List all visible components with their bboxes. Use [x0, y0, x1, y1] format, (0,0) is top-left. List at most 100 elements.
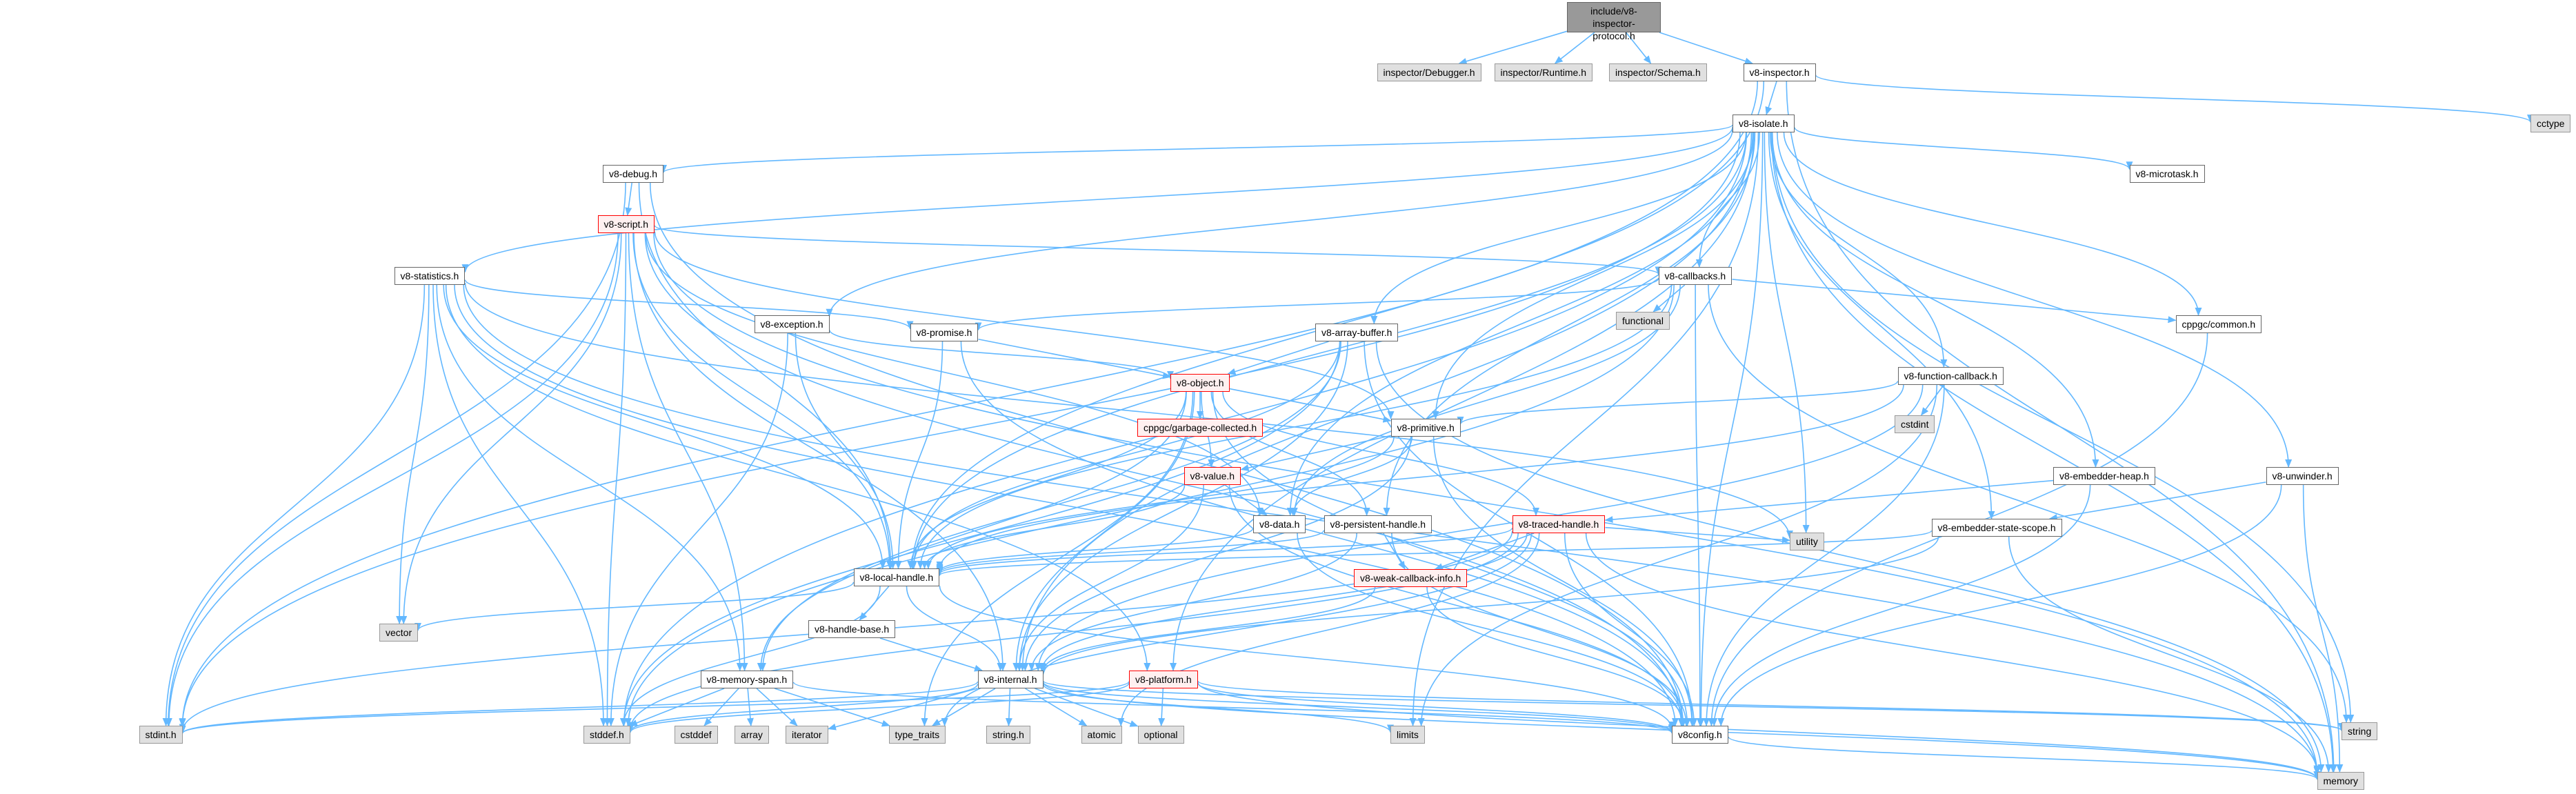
edge-memspan-to-cstddef: [703, 688, 739, 726]
edge-isolate-to-embstate: [1768, 132, 1995, 519]
node-functional[interactable]: functional: [1616, 312, 1670, 330]
node-stdint[interactable]: stdint.h: [139, 726, 183, 744]
node-root[interactable]: include/v8-inspector-protocol.h: [1567, 2, 1661, 41]
edge-memspan-to-typetraits: [774, 688, 890, 727]
node-embedder-state-scope[interactable]: v8-embedder-state-scope.h: [1931, 519, 2062, 537]
node-internal[interactable]: v8-internal.h: [977, 671, 1044, 688]
node-persistent-handle[interactable]: v8-persistent-handle.h: [1324, 515, 1432, 533]
node-debug[interactable]: v8-debug.h: [603, 165, 664, 183]
edge-statistics-to-localhandle: [443, 284, 886, 569]
edge-unwinder-to-embstate: [2048, 482, 2266, 522]
edge-isolate-to-embheap: [1771, 132, 2099, 468]
node-exception[interactable]: v8-exception.h: [754, 315, 830, 333]
node-debugger[interactable]: inspector/Debugger.h: [1377, 63, 1481, 81]
edge-isolate-to-data: [1286, 132, 1754, 516]
edge-platform-to-string: [1197, 680, 2345, 731]
edge-callbacks-to-string: [1708, 284, 2350, 723]
edge-data-to-localhandle: [936, 527, 1254, 573]
edge-embheap-to-v8config: [1710, 484, 2091, 726]
node-optional[interactable]: optional: [1137, 726, 1184, 744]
node-string[interactable]: string: [2342, 722, 2378, 740]
node-embedder-heap[interactable]: v8-embedder-heap.h: [2053, 467, 2155, 485]
node-memory[interactable]: memory: [2317, 772, 2365, 790]
edge-traced-to-typetraits: [941, 533, 1532, 726]
node-garbage-collected[interactable]: cppgc/garbage-collected.h: [1137, 419, 1264, 437]
edge-traced-to-v8config: [1564, 533, 1698, 726]
node-cctype[interactable]: cctype: [2530, 115, 2571, 132]
edge-isolate-to-arraybuffer: [1370, 132, 1747, 324]
edge-primitive-to-localhandle: [925, 436, 1395, 569]
node-isolate[interactable]: v8-isolate.h: [1733, 115, 1795, 132]
edge-debug-to-stdint: [164, 182, 626, 726]
node-platform[interactable]: v8-platform.h: [1129, 671, 1198, 688]
node-cstdint[interactable]: cstdint: [1895, 415, 1935, 433]
edge-exception-to-localhandle: [795, 333, 897, 569]
edge-platform-to-memory: [1197, 682, 2321, 780]
edge-isolate-to-utility: [1764, 132, 1810, 533]
node-microtask[interactable]: v8-microtask.h: [2129, 165, 2205, 183]
node-handle-base[interactable]: v8-handle-base.h: [808, 620, 896, 638]
node-local-handle[interactable]: v8-local-handle.h: [853, 568, 940, 586]
edge-funccb-to-primitive: [1457, 381, 1899, 426]
node-array-buffer[interactable]: v8-array-buffer.h: [1315, 324, 1399, 341]
node-array[interactable]: array: [735, 726, 769, 744]
edge-internal-to-optional: [1035, 688, 1139, 727]
node-atomic[interactable]: atomic: [1081, 726, 1122, 744]
node-utility[interactable]: utility: [1790, 533, 1824, 550]
node-type-traits[interactable]: type_traits: [888, 726, 946, 744]
node-vector[interactable]: vector: [379, 624, 419, 642]
node-unwinder[interactable]: v8-unwinder.h: [2266, 467, 2339, 485]
node-callbacks[interactable]: v8-callbacks.h: [1658, 267, 1733, 285]
node-primitive[interactable]: v8-primitive.h: [1390, 419, 1461, 437]
node-string-h[interactable]: string.h: [986, 726, 1030, 744]
edge-object-to-internal: [1012, 391, 1195, 671]
node-function-callback[interactable]: v8-function-callback.h: [1897, 367, 2004, 385]
node-stddef[interactable]: stddef.h: [583, 726, 630, 744]
node-data[interactable]: v8-data.h: [1253, 515, 1306, 533]
edge-script-to-memspan: [628, 232, 748, 671]
node-cstddef[interactable]: cstddef: [674, 726, 718, 744]
edge-isolate-to-persistent: [1383, 132, 1756, 516]
node-memory-span[interactable]: v8-memory-span.h: [700, 671, 794, 688]
edge-object-to-traced: [1222, 391, 1539, 516]
edge-debug-to-script: [625, 182, 633, 216]
edge-script-to-memory: [653, 232, 2321, 774]
edge-value-to-data: [1224, 484, 1268, 516]
node-iterator[interactable]: iterator: [786, 726, 828, 744]
edge-internal-to-string: [1042, 680, 2345, 731]
edge-platform-to-v8config: [1197, 682, 1675, 733]
edge-persistent-to-localhandle: [936, 530, 1325, 574]
node-v8config[interactable]: v8config.h: [1672, 726, 1728, 744]
edge-object-to-persistent: [1210, 391, 1370, 516]
node-cppgc-common[interactable]: cppgc/common.h: [2175, 315, 2262, 333]
edge-isolate-to-cppgccommon: [1783, 132, 2202, 316]
edge-script-to-internal: [633, 232, 1007, 671]
edge-object-to-v8config: [1212, 391, 1691, 726]
edge-promise-to-object: [978, 338, 1171, 379]
edge-statistics-to-promise: [464, 279, 914, 330]
edge-statistics-to-vector: [396, 284, 430, 624]
node-value[interactable]: v8-value.h: [1184, 467, 1241, 485]
edge-internal-to-stringh: [1005, 688, 1012, 726]
edge-persistent-to-v8config: [1391, 533, 1690, 726]
node-schema[interactable]: inspector/Schema.h: [1609, 63, 1707, 81]
edge-isolate-to-primitive: [1432, 132, 1755, 419]
edge-memspan-to-array: [746, 688, 754, 726]
edge-funccb-to-v8config: [1703, 384, 1945, 726]
node-statistics[interactable]: v8-statistics.h: [394, 267, 466, 285]
edge-unwinder-to-memory: [2302, 484, 2344, 773]
edge-object-to-memspan: [757, 391, 1187, 671]
node-object[interactable]: v8-object.h: [1170, 374, 1230, 392]
node-inspector[interactable]: v8-inspector.h: [1743, 63, 1816, 81]
edge-weakcb-to-v8config: [1426, 586, 1687, 726]
edge-inspector-to-stdint: [179, 81, 1759, 727]
node-runtime[interactable]: inspector/Runtime.h: [1494, 63, 1593, 81]
node-traced-handle[interactable]: v8-traced-handle.h: [1512, 515, 1606, 533]
node-script[interactable]: v8-script.h: [597, 215, 655, 233]
node-promise[interactable]: v8-promise.h: [910, 324, 979, 341]
edge-primitive-to-internal: [1021, 436, 1412, 671]
node-weak-callback-info[interactable]: v8-weak-callback-info.h: [1354, 569, 1468, 587]
node-limits[interactable]: limits: [1390, 726, 1425, 744]
edge-arraybuffer-to-v8config: [1364, 341, 1696, 726]
edge-persistent-to-weakcb: [1383, 533, 1406, 570]
